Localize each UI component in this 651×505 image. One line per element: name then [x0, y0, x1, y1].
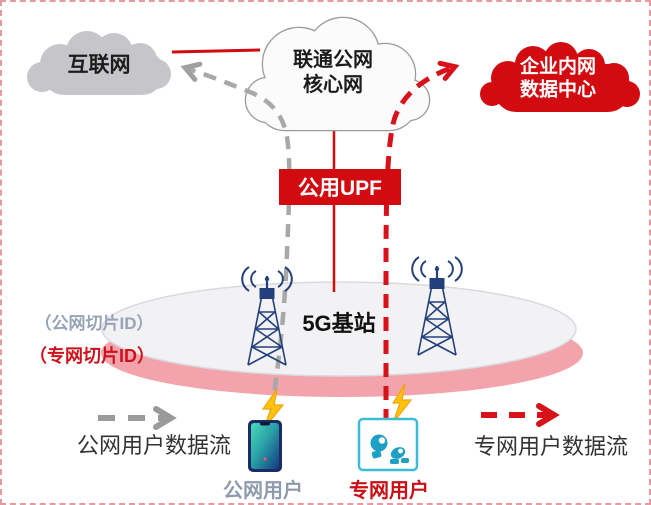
- right-tower-icon: [411, 256, 463, 356]
- core-cloud-icon: [244, 16, 431, 132]
- enterprise-cloud-icon: [480, 42, 640, 112]
- public-upf-label: 公用UPF: [298, 177, 382, 200]
- public-slice-id-label: （公网切片ID）: [34, 313, 154, 333]
- private-slice-id-label: （专网切片ID）: [29, 346, 155, 367]
- left-tower-icon: [241, 266, 293, 366]
- legend-public-flow-label: 公网用户数据流: [76, 432, 232, 458]
- core-network-label-line1: 联通公网: [293, 49, 373, 71]
- public-user-label: 公网用户: [223, 480, 303, 502]
- public-upf-box: 公用UPF: [279, 169, 401, 205]
- internet-label: 互联网: [67, 53, 131, 77]
- private-user-flow-path: [383, 60, 460, 446]
- private-devices-icon: [357, 417, 419, 472]
- core-to-internet-link: [171, 48, 261, 54]
- public-phone-icon: [248, 420, 282, 472]
- enterprise-label-line2: 数据中心: [519, 79, 597, 101]
- enterprise-label-line1: 企业内网: [519, 56, 597, 78]
- private-user-label: 专网用户: [349, 480, 429, 502]
- legend-private-flow-label: 专网用户数据流: [473, 433, 629, 459]
- base-station-label: 5G基站: [302, 310, 376, 336]
- internet-cloud-icon: [27, 31, 171, 95]
- core-network-label-line2: 核心网: [303, 74, 363, 96]
- base-station-ellipse: [101, 281, 577, 377]
